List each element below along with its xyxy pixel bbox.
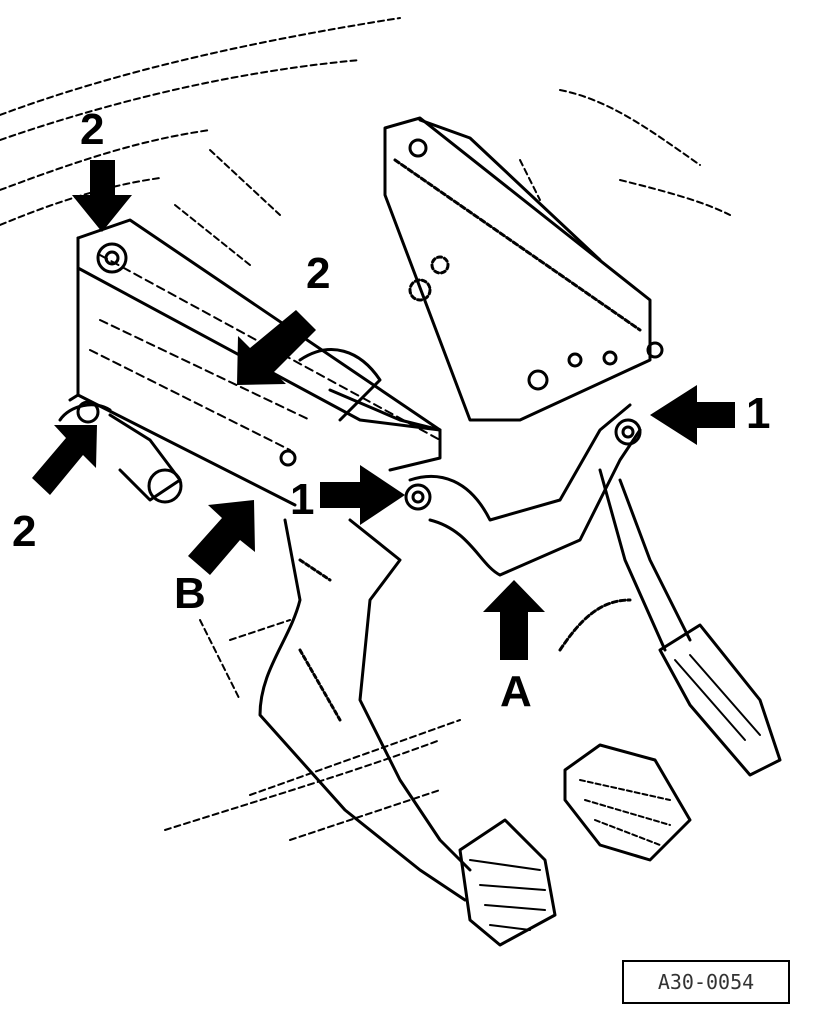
arrow-icon <box>483 580 545 660</box>
reference-code: A30-0054 <box>657 970 755 994</box>
arrow-icon <box>650 385 735 445</box>
dashboard-outline <box>0 17 731 841</box>
callout-b: B <box>174 569 206 618</box>
arrow-icon <box>320 465 405 525</box>
callout-2-middle: 2 <box>306 249 331 298</box>
pedal-bracket <box>58 218 442 507</box>
arrow-icon <box>188 500 255 575</box>
callout-2-top-left: 2 <box>80 105 105 154</box>
callout-1-right: 1 <box>746 389 771 438</box>
arrow-icon <box>72 160 132 232</box>
brake-pedal <box>258 518 557 947</box>
arrow-icon <box>32 425 97 495</box>
reference-code-box: A30-0054 <box>622 960 790 1004</box>
pedal-linkage <box>404 403 642 577</box>
accelerator-pedal <box>558 468 782 862</box>
callout-a: A <box>500 667 532 716</box>
callout-1-center: 1 <box>290 475 315 524</box>
arrow-icon <box>237 310 316 385</box>
rear-bracket <box>383 116 664 422</box>
callout-2-bottom-left: 2 <box>12 507 37 556</box>
